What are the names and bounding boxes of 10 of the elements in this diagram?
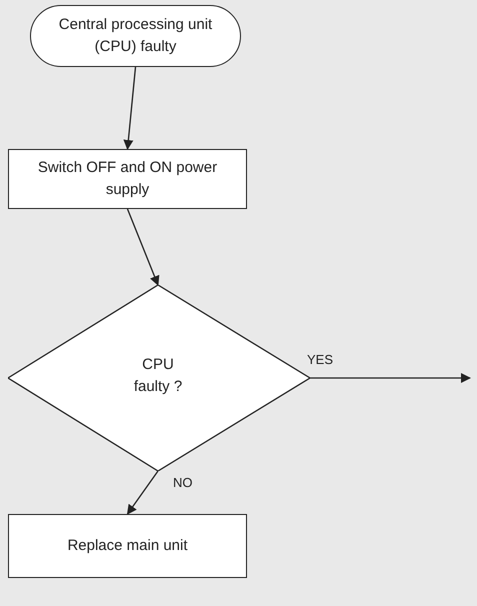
node-text: CPU faulty ? — [132, 355, 184, 397]
node-text: Replace main unit — [67, 536, 188, 556]
node-text: Switch OFF and ON power supply — [36, 158, 218, 200]
arrow — [310, 373, 471, 383]
arrow — [126, 208, 160, 286]
arrow — [123, 66, 136, 150]
process-box — [8, 149, 247, 209]
node-text: Central processing unit (CPU) faulty — [58, 15, 214, 57]
arrow — [126, 470, 159, 515]
process-box — [8, 514, 247, 578]
